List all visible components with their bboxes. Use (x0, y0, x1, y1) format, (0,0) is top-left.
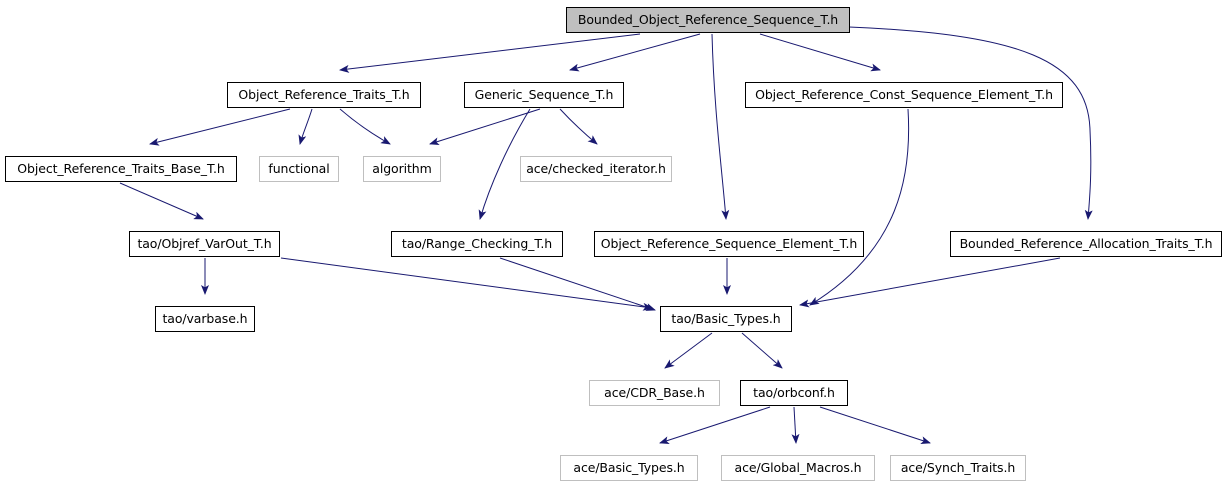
edge-group (119, 26, 1093, 445)
graph-node-root[interactable]: Bounded_Object_Reference_Sequence_T.h (566, 7, 850, 33)
graph-edge-brat-to-basictypes (799, 257, 1061, 308)
graph-node-label: tao/orbconf.h (753, 384, 835, 400)
graph-node-label: ace/CDR_Base.h (604, 384, 705, 400)
graph-node-label: tao/Basic_Types.h (671, 310, 781, 326)
graph-edge-gst-to-rangechk (478, 108, 531, 220)
graph-node-orbconf[interactable]: tao/orbconf.h (740, 380, 848, 406)
graph-edge-ort-to-ortb (149, 108, 291, 146)
graph-node-label: tao/Objref_VarOut_T.h (137, 235, 272, 251)
graph-node-label: ace/Synch_Traits.h (900, 459, 1016, 475)
graph-edge-rangechk-to-basictypes (499, 257, 656, 311)
graph-node-orcse[interactable]: Object_Reference_Const_Sequence_Element_… (745, 82, 1063, 108)
graph-node-cdrbase[interactable]: ace/CDR_Base.h (589, 380, 720, 406)
graph-node-rangechk[interactable]: tao/Range_Checking_T.h (391, 231, 563, 257)
graph-edge-root-to-brat (848, 26, 1093, 220)
graph-node-label: Object_Reference_Const_Sequence_Element_… (755, 86, 1053, 102)
graph-edge-basictypes-to-orbconf (741, 332, 783, 369)
graph-node-label: ace/checked_iterator.h (526, 160, 666, 176)
graph-node-label: tao/Range_Checking_T.h (401, 235, 553, 251)
graph-node-checkedit[interactable]: ace/checked_iterator.h (520, 156, 672, 182)
graph-edge-root-to-orcse (759, 33, 881, 72)
graph-edge-orbconf-to-acebasic (659, 406, 771, 445)
graph-node-ort[interactable]: Object_Reference_Traits_T.h (227, 82, 421, 108)
graph-edge-orbconf-to-synchtraits (819, 406, 931, 445)
graph-edge-gst-to-checkedit (559, 108, 598, 145)
graph-node-label: ace/Global_Macros.h (734, 459, 862, 475)
graph-node-varbase[interactable]: tao/varbase.h (155, 306, 255, 332)
graph-node-gst[interactable]: Generic_Sequence_T.h (464, 82, 624, 108)
graph-node-brat[interactable]: Bounded_Reference_Allocation_Traits_T.h (950, 231, 1222, 257)
graph-node-label: Bounded_Reference_Allocation_Traits_T.h (959, 235, 1213, 251)
graph-node-label: functional (268, 160, 330, 176)
graph-node-label: tao/varbase.h (162, 310, 248, 326)
graph-edge-ort-to-algorithm (339, 108, 391, 145)
graph-edge-objrefvar-to-basictypes (280, 257, 653, 311)
graph-node-ortb[interactable]: Object_Reference_Traits_Base_T.h (5, 156, 237, 182)
graph-node-basictypes[interactable]: tao/Basic_Types.h (660, 306, 792, 332)
graph-node-acebasic[interactable]: ace/Basic_Types.h (560, 455, 698, 481)
graph-node-label: Bounded_Object_Reference_Sequence_T.h (577, 11, 839, 27)
graph-edge-ortb-to-objrefvar (119, 182, 204, 220)
graph-node-label: Object_Reference_Sequence_Element_T.h (600, 235, 858, 251)
graph-node-algorithm[interactable]: algorithm (363, 156, 441, 182)
graph-edge-root-to-ort (339, 33, 641, 73)
graph-edge-ort-to-functional (298, 108, 313, 145)
graph-node-synchtraits[interactable]: ace/Synch_Traits.h (890, 455, 1026, 481)
graph-edge-root-to-gst (569, 33, 701, 72)
graph-node-globalmacro[interactable]: ace/Global_Macros.h (721, 455, 875, 481)
graph-edge-orbconf-to-globalmacro (791, 406, 800, 444)
graph-node-orse[interactable]: Object_Reference_Sequence_Element_T.h (594, 231, 864, 257)
graph-node-label: Object_Reference_Traits_T.h (238, 86, 410, 102)
graph-edge-gst-to-algorithm (429, 108, 541, 146)
graph-node-label: ace/Basic_Types.h (573, 459, 685, 475)
graph-node-label: Generic_Sequence_T.h (474, 86, 614, 102)
graph-node-functional[interactable]: functional (259, 156, 339, 182)
graph-node-objrefvar[interactable]: tao/Objref_VarOut_T.h (129, 231, 280, 257)
graph-node-label: Object_Reference_Traits_Base_T.h (17, 160, 225, 176)
graph-edge-orcse-to-basictypes (809, 108, 910, 306)
graph-edge-basictypes-to-cdrbase (664, 332, 713, 369)
graph-node-label: algorithm (372, 160, 432, 176)
graph-edge-root-to-orse (711, 33, 730, 220)
